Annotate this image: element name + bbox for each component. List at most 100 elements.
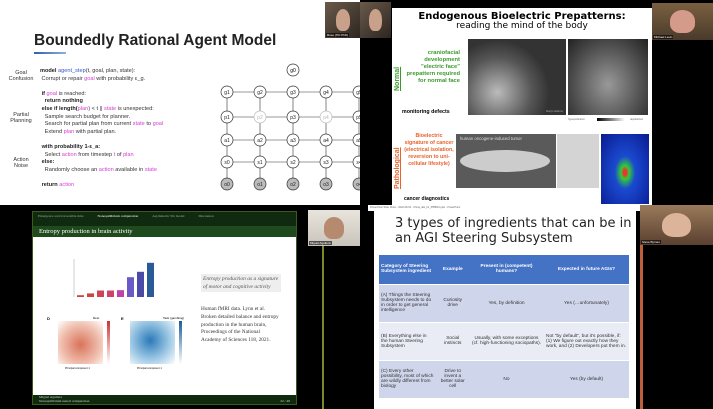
diagram-node-label: g3: [290, 90, 296, 96]
diagram-node: [286, 133, 300, 147]
avatar: [369, 9, 382, 31]
bar: [117, 290, 124, 297]
column-header: Expected in future AGIs?: [544, 255, 629, 284]
participant-video-michael-levin[interactable]: Michael Levin: [652, 3, 713, 40]
table-cell: Yes, by definition: [469, 283, 544, 322]
citation: Human fMRI data. Lynn et al. Broken deta…: [201, 306, 279, 344]
participant-name: Steve Byrnes: [641, 240, 661, 244]
table-cell: Yes (by default): [544, 359, 629, 398]
bar: [137, 271, 144, 297]
shared-screen-tile-bioelectric: Endogenous Bioelectric Prepatterns: read…: [360, 0, 713, 205]
task-flow-heatmap: [130, 321, 175, 364]
column-header: Example: [436, 255, 469, 284]
label-action-noise: Action Noise: [13, 157, 29, 169]
table-row: (A) Things the Steering Subsystem needs …: [379, 283, 629, 322]
diagram-node: [253, 133, 267, 147]
shared-screen-tile-steering: PowerPoint Slide Show - 2022-08-03 - Chi…: [360, 205, 713, 409]
diagram-node-label: p5: [356, 115, 360, 121]
participant-video-rose-overflow: [360, 2, 391, 38]
table-row: (B) Everything else in the human Steerin…: [379, 321, 629, 360]
diagram-node: [286, 110, 300, 124]
title-underline: [34, 52, 66, 54]
nav-section-active[interactable]: Nonequilibrium computation: [97, 214, 139, 218]
diagram-node: [319, 110, 333, 124]
cancer-diagnostics: cancer diagnostics: [404, 196, 450, 202]
bar: [97, 290, 104, 297]
table-cell: Yes (…unfortunately): [544, 283, 629, 322]
diagram-node: [352, 85, 360, 99]
avatar: [661, 213, 692, 237]
diagram-node-label: a5: [356, 138, 360, 144]
tadpole-closeup-image: [557, 134, 599, 188]
diagram-node: [220, 110, 234, 124]
diagram-node: [352, 110, 360, 124]
bayes-network-diagram: g1p1a1s0o0g2p2a2s1o1g3p3a3s2o2g4p4a4s3o3…: [220, 63, 360, 191]
table-cell: Usually, with some exceptions (cf. high-…: [469, 321, 544, 360]
slide: Endogenous Bioelectric Prepatterns: read…: [392, 3, 652, 205]
page-number: 22 / 48: [280, 399, 290, 404]
bar: [87, 293, 94, 297]
pathological-description: Bioelectric signature of cancer (electri…: [404, 133, 454, 167]
diagram-node-label: a2: [257, 138, 263, 144]
bar: [107, 290, 114, 297]
diagram-node: [319, 85, 333, 99]
participant-name: Miguel Aguilera: [309, 241, 332, 245]
diagram-node: [286, 85, 300, 99]
diagram-node-label: g0: [290, 68, 296, 74]
diagram-node: [319, 177, 333, 191]
slide-title: 3 types of ingredients that can be in an…: [395, 216, 632, 246]
shared-screen-tile-entropy: Emergence and irreversible time Nonequili…: [0, 205, 360, 409]
diagram-node: [319, 155, 333, 169]
diagram-node-label: p4: [323, 115, 329, 121]
bar: [147, 262, 154, 297]
diagram-node-label: a1: [224, 138, 230, 144]
diagram-node: [286, 63, 300, 77]
voltage-dye-image: [601, 134, 649, 204]
participant-video-steve-byrnes[interactable]: Steve Byrnes: [640, 205, 713, 245]
diagram-node: [319, 133, 333, 147]
slide: Emergence and irreversible time Nonequili…: [32, 211, 297, 405]
diagram-node: [220, 155, 234, 169]
scale-label-right: depolarized: [630, 118, 643, 121]
entropy-bar-chart: [73, 259, 154, 297]
table-row: (C) Every other possibility, most of whi…: [379, 359, 629, 398]
nav-section[interactable]: Discussion: [198, 214, 214, 218]
diagram-node-label: o4: [356, 182, 360, 188]
participant-video-rose[interactable]: Rose (TiD PhD): [325, 2, 361, 38]
diagram-node: [253, 155, 267, 169]
scale-label-left: hyperpolarized: [568, 118, 585, 121]
table-header-row: Category of Steering Subsystem ingredien…: [379, 255, 629, 284]
diagram-node-label: a3: [290, 138, 296, 144]
diagram-node-label: o2: [290, 182, 296, 188]
diagram-node-label: o0: [224, 182, 230, 188]
diagram-node-label: p1: [224, 115, 230, 121]
diagram-node-label: p2: [257, 115, 263, 121]
bar: [127, 277, 134, 297]
active-speaker-border: [322, 246, 324, 409]
table-cell: (B) Everything else in the human Steerin…: [379, 321, 437, 360]
embryo-image: Dany Adams: [468, 39, 566, 115]
diagram-node: [352, 177, 360, 191]
diagram-node: [286, 155, 300, 169]
participant-name: Michael Levin: [653, 35, 674, 39]
table-cell: Social instincts: [436, 321, 469, 360]
avatar: [335, 9, 351, 31]
nav-section[interactable]: Emergence and irreversible time: [38, 214, 84, 218]
diagram-node-label: g5: [356, 90, 360, 96]
participant-video-miguel[interactable]: Miguel Aguilera: [308, 210, 360, 246]
normal-description: craniofacial development "electric face"…: [406, 50, 460, 84]
slide-title: Entropy production in brain activity: [33, 226, 296, 237]
diagram-node-label: g4: [323, 90, 329, 96]
quote-box: Entropy production as a signature of mot…: [201, 274, 281, 292]
diagram-node-label: o1: [257, 182, 263, 188]
label-goal-confusion: Goal Confusion: [8, 70, 34, 82]
nav-section[interactable]: Asymmetric SK model: [152, 214, 185, 218]
colorbar: [179, 321, 182, 364]
label-partial-planning: Partial Planning: [10, 112, 32, 124]
diagram-node-label: g2: [257, 90, 263, 96]
diagram-node: [220, 177, 234, 191]
diagram-node-label: p3: [290, 115, 296, 121]
diagram-node: [253, 110, 267, 124]
diagram-node: [220, 133, 234, 147]
voltage-scale-bar: [597, 118, 625, 121]
